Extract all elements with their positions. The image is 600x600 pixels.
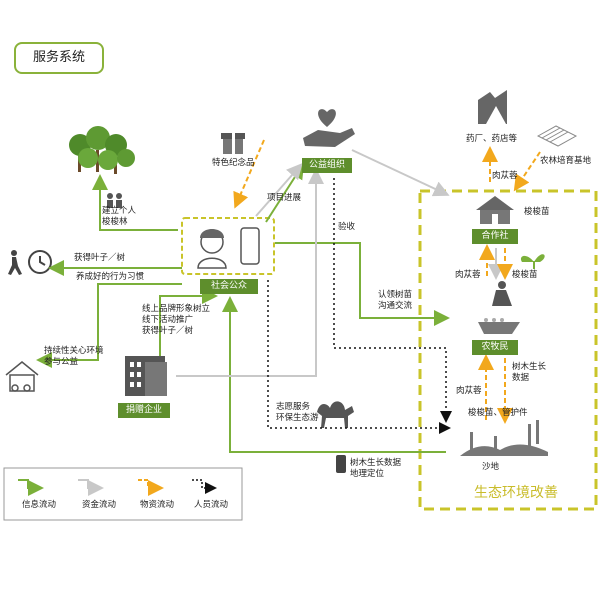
label-agroforest: 农林培育基地 bbox=[540, 156, 592, 166]
label-cistanche-3: 肉苁蓉 bbox=[456, 386, 482, 396]
walker-icon bbox=[8, 250, 22, 275]
label-volunteer: 志愿服务 环保生态游 bbox=[276, 402, 319, 423]
legend-people-flow: 人员流动 bbox=[194, 500, 229, 510]
gift-icon bbox=[221, 133, 245, 154]
node-cooperative: 合作社 bbox=[472, 229, 518, 244]
label-individual-forest: 建立个人 梭梭林 bbox=[102, 206, 137, 227]
eco-zone-box bbox=[418, 189, 598, 511]
label-habits: 养成好的行为习惯 bbox=[76, 272, 145, 282]
label-tree-data: 树木生长数据 地理定位 bbox=[350, 458, 402, 479]
farmer-icon bbox=[478, 281, 520, 334]
label-eco-improvement: 生态环境改善 bbox=[474, 485, 558, 501]
legend-info-flow: 信息流动 bbox=[22, 500, 57, 510]
node-charity-org: 公益组织 bbox=[302, 158, 352, 173]
label-project-progress: 项目进展 bbox=[267, 193, 302, 203]
legend-material-flow: 物资流动 bbox=[140, 500, 175, 510]
public-box bbox=[181, 217, 275, 275]
heart-hand-icon bbox=[303, 109, 355, 147]
tracker-icon bbox=[336, 455, 346, 473]
phone-icon bbox=[240, 227, 260, 265]
node-sandland: 沙地 bbox=[482, 462, 500, 472]
cooperative-icon bbox=[476, 196, 514, 224]
label-online-offline: 线上品牌形象树立 线下活动推广 获得叶子／树 bbox=[142, 304, 211, 336]
label-sustain: 持续性关心环境 参与公益 bbox=[44, 346, 104, 367]
label-saxaul-tube: 梭梭苗、管护件 bbox=[468, 408, 528, 418]
label-acceptance: 验收 bbox=[338, 222, 356, 232]
label-adopt: 认领树苗 沟通交流 bbox=[378, 290, 413, 311]
woman-icon bbox=[197, 229, 227, 269]
label-cistanche-1: 肉苁蓉 bbox=[492, 171, 518, 181]
label-saxaul-seedling-2: 梭梭苗 bbox=[512, 270, 538, 280]
clock-icon bbox=[28, 250, 52, 274]
people-icon bbox=[107, 193, 122, 208]
desert-icon bbox=[460, 420, 548, 456]
label-saxaul-seedling-1: 梭梭苗 bbox=[524, 207, 550, 217]
label-souvenir: 特色纪念品 bbox=[212, 158, 255, 168]
node-herdsmen: 农牧民 bbox=[472, 340, 518, 355]
camel-icon bbox=[317, 401, 354, 428]
page-title: 服务系统 bbox=[14, 42, 104, 74]
building-icon bbox=[125, 356, 167, 396]
label-tree-growth: 树木生长 数据 bbox=[512, 362, 547, 383]
node-social-public: 社会公众 bbox=[200, 279, 258, 294]
node-donor-enterprise: 捐赠企业 bbox=[118, 403, 170, 418]
legend bbox=[3, 467, 243, 521]
sprout-icon bbox=[520, 254, 545, 269]
factory-icon bbox=[478, 90, 507, 124]
tree-grove-icon bbox=[69, 126, 135, 174]
label-pharma: 药厂、药店等 bbox=[466, 134, 518, 144]
label-cistanche-2: 肉苁蓉 bbox=[455, 270, 481, 280]
agro-base-icon bbox=[536, 125, 578, 147]
legend-fund-flow: 资金流动 bbox=[82, 500, 117, 510]
label-get-leaves: 获得叶子／树 bbox=[74, 253, 126, 263]
house-icon bbox=[5, 361, 39, 392]
